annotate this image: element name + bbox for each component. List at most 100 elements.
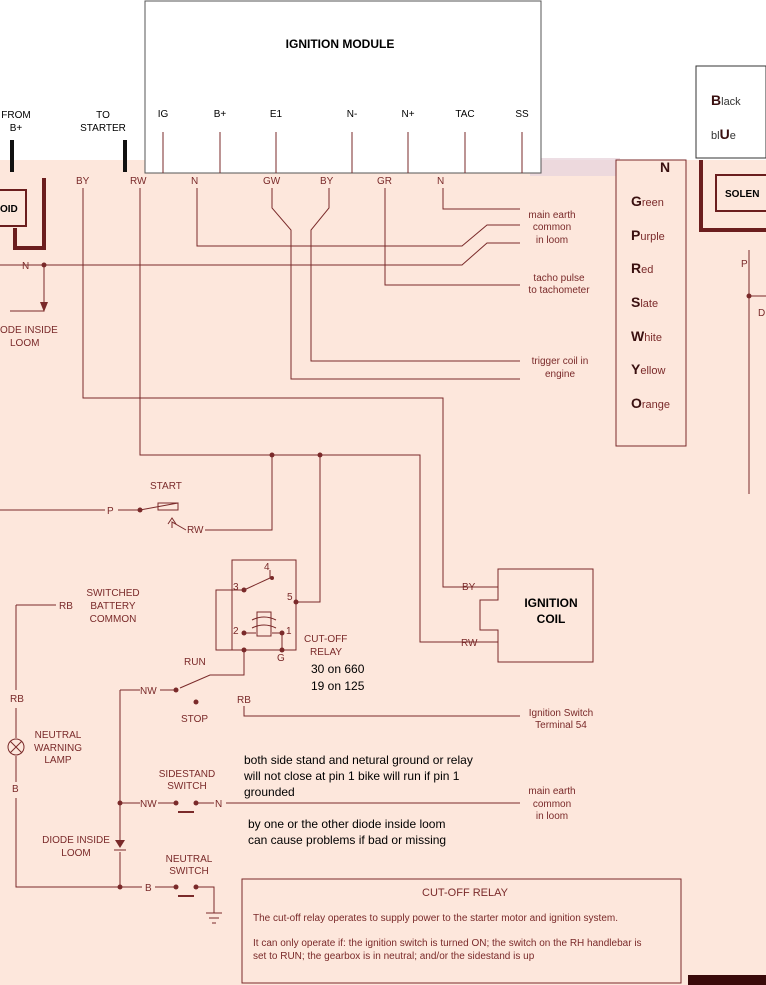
colour-legend: Black blUe N Green Purple Red Slate Whit… — [615, 65, 766, 447]
to-starter-line1: TO — [96, 110, 110, 121]
ign-switch-line2: Terminal 54 — [535, 720, 587, 731]
pin-tac: TAC — [455, 109, 474, 120]
p-right-label: P — [741, 259, 748, 270]
to-starter-line2: STARTER — [80, 123, 126, 134]
pin-ig: IG — [158, 109, 169, 120]
n-left-label: N — [22, 261, 29, 272]
ignition-module-title: IGNITION MODULE — [286, 37, 395, 51]
ignition-coil-line2: COIL — [537, 612, 566, 626]
pin-e1: E1 — [270, 109, 283, 120]
stop-label: STOP — [181, 714, 208, 725]
main-earth-2-line1: main earth — [528, 786, 575, 797]
right-solenoid — [715, 174, 766, 212]
cutoff-relay-description: CUT-OFF RELAY The cut-off relay operates… — [241, 878, 682, 984]
from-b-plus-line2: B+ — [10, 123, 23, 134]
switched-line2: BATTERY — [90, 601, 136, 612]
diode-loom-line2: LOOM — [61, 848, 90, 859]
wire-code-by: BY — [76, 176, 90, 187]
trigger-line2: engine — [545, 369, 575, 380]
relay-pin-4: 4 — [264, 562, 270, 573]
left-solenoid — [0, 189, 27, 227]
ground-icon — [206, 912, 222, 924]
main-earth-1-line1: main earth — [528, 210, 575, 221]
trigger-line1: trigger coil in — [532, 356, 589, 367]
relay-pin-5: 5 — [287, 592, 293, 603]
legend-red: Red — [631, 260, 653, 276]
note1-line2: will not close at pin 1 bike will run if… — [243, 769, 460, 783]
sidestand-line1: SIDESTAND — [159, 769, 216, 780]
neutral-switch-line2: SWITCH — [169, 866, 208, 877]
diode-top-line2: LOOM — [10, 338, 39, 349]
note1-line3: grounded — [244, 785, 295, 799]
ignition-coil: IGNITION COIL — [479, 568, 594, 663]
cutoff-box-p1: The cut-off relay operates to supply pow… — [253, 913, 618, 924]
nw-run-label: NW — [140, 686, 157, 697]
tacho-line1: tacho pulse — [533, 273, 585, 284]
pin-ss: SS — [515, 109, 529, 120]
diode-top-line1: ODE INSIDE — [0, 325, 58, 336]
coil-rw-label: RW — [461, 638, 478, 649]
wire-code-by-2: BY — [320, 176, 334, 187]
legend-white: White — [631, 328, 662, 344]
wire-code-n: N — [191, 176, 198, 187]
p-wire-label: P — [107, 506, 114, 517]
legend-black: Black — [711, 92, 741, 108]
rb-top-label: RB — [59, 601, 73, 612]
cutoff-relay-line1: CUT-OFF — [304, 634, 347, 645]
left-solenoid-label: OID — [0, 204, 18, 215]
legend-brown: N — [660, 159, 670, 175]
legend-yellow: Yellow — [631, 361, 665, 377]
legend-slate: Slate — [631, 294, 658, 310]
cutoff-relay-line2: RELAY — [310, 647, 342, 658]
b-lamp-label: B — [12, 784, 19, 795]
legend-green: Green — [631, 193, 664, 209]
sidestand-line2: SWITCH — [167, 781, 206, 792]
right-solenoid-label: SOLEN — [725, 189, 759, 200]
coil-by-label: BY — [462, 582, 476, 593]
relay-pin-3: 3 — [233, 582, 239, 593]
legend-orange: Orange — [631, 395, 670, 411]
pin-n-plus: N+ — [401, 109, 414, 120]
wire-code-gr: GR — [377, 176, 392, 187]
n-side-label: N — [215, 799, 222, 810]
switched-line1: SWITCHED — [86, 588, 139, 599]
rw-start-label: RW — [187, 525, 204, 536]
cutoff-box-p2a: It can only operate if: the ignition swi… — [253, 938, 642, 949]
diode-loom-line1: DIODE INSIDE — [42, 835, 110, 846]
neutral-lamp-line3: LAMP — [44, 755, 72, 766]
legend-blue: blUe — [711, 126, 736, 142]
main-earth-1-line3: in loom — [536, 235, 568, 246]
from-b-plus-line1: FROM — [1, 110, 30, 121]
neutral-lamp-line1: NEUTRAL — [35, 730, 82, 741]
ign-switch-line1: Ignition Switch — [529, 708, 593, 719]
main-earth-1-line2: common — [533, 222, 571, 233]
relay-pin-2: 2 — [233, 626, 239, 637]
wire-code-gw: GW — [263, 176, 281, 187]
ignition-coil-line1: IGNITION — [524, 596, 577, 610]
main-earth-2-line2: common — [533, 799, 571, 810]
relay-number-660: 30 on 660 — [311, 662, 365, 676]
neutral-switch-line1: NEUTRAL — [166, 854, 213, 865]
cutoff-relay: 3 4 5 2 1 — [215, 455, 321, 653]
cutoff-box-p2b: set to RUN; the gearbox is in neutral; a… — [253, 951, 535, 962]
run-label: RUN — [184, 657, 206, 668]
note2-line1: by one or the other diode inside loom — [248, 817, 445, 831]
g-label: G — [277, 653, 285, 664]
main-earth-2-line3: in loom — [536, 811, 568, 822]
pin-n-minus: N- — [347, 109, 358, 120]
pin-b-plus: B+ — [214, 109, 227, 120]
relay-number-125: 19 on 125 — [311, 679, 365, 693]
wire-code-rw: RW — [130, 176, 147, 187]
note2-line2: can cause problems if bad or missing — [248, 833, 446, 847]
ignition-module: IGNITION MODULE IG B+ E1 N- N+ TAC SS — [144, 0, 542, 174]
rb-lamp-label: RB — [10, 694, 24, 705]
cutoff-box-title: CUT-OFF RELAY — [422, 887, 509, 899]
b-neutral-label: B — [145, 883, 152, 894]
switched-line3: COMMON — [90, 614, 137, 625]
wire-code-n-2: N — [437, 176, 444, 187]
d-right-label: D — [758, 308, 765, 319]
relay-pin-1: 1 — [286, 626, 292, 637]
tacho-line2: to tachometer — [528, 285, 590, 296]
start-label: START — [150, 481, 182, 492]
